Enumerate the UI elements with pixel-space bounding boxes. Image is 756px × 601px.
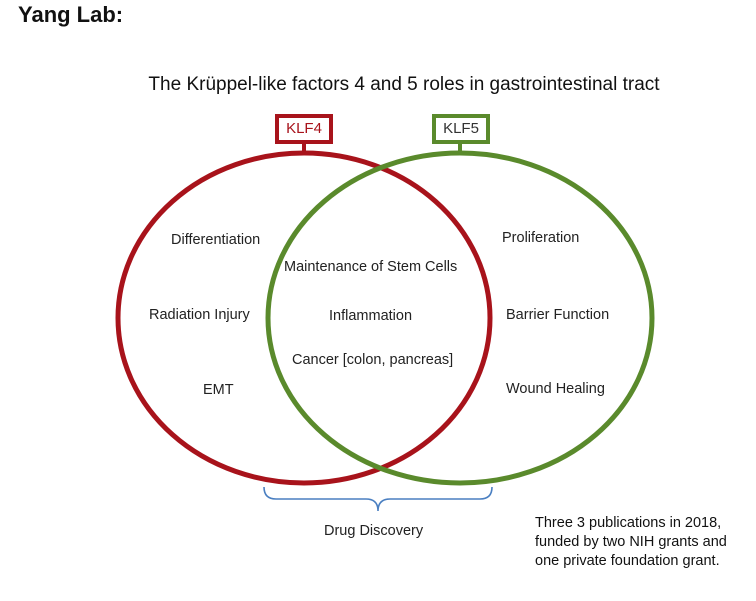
lab-title: Yang Lab: [18,2,124,27]
klf4-label: KLF4 [275,114,333,144]
klf5-item-barrier-function: Barrier Function [506,307,610,323]
klf5-label: KLF5 [432,114,490,144]
shared-item-stem-cells: Maintenance of Stem Cells [284,259,458,275]
publication-note: Three 3 publications in 2018, funded by … [535,515,727,569]
klf4-item-emt: EMT [203,382,234,398]
klf5-item-proliferation: Proliferation [502,230,580,246]
diagram-title: The Krüppel-like factors 4 and 5 roles i… [148,74,660,95]
klf4-item-radiation-injury: Radiation Injury [149,307,250,323]
shared-item-cancer: Cancer [colon, pancreas] [292,352,454,368]
klf5-item-wound-healing: Wound Healing [506,381,605,397]
shared-item-inflammation: Inflammation [329,308,413,324]
drug-discovery-bracket [263,486,493,512]
klf4-item-differentiation: Differentiation [171,232,261,248]
drug-discovery-label: Drug Discovery [324,523,424,539]
